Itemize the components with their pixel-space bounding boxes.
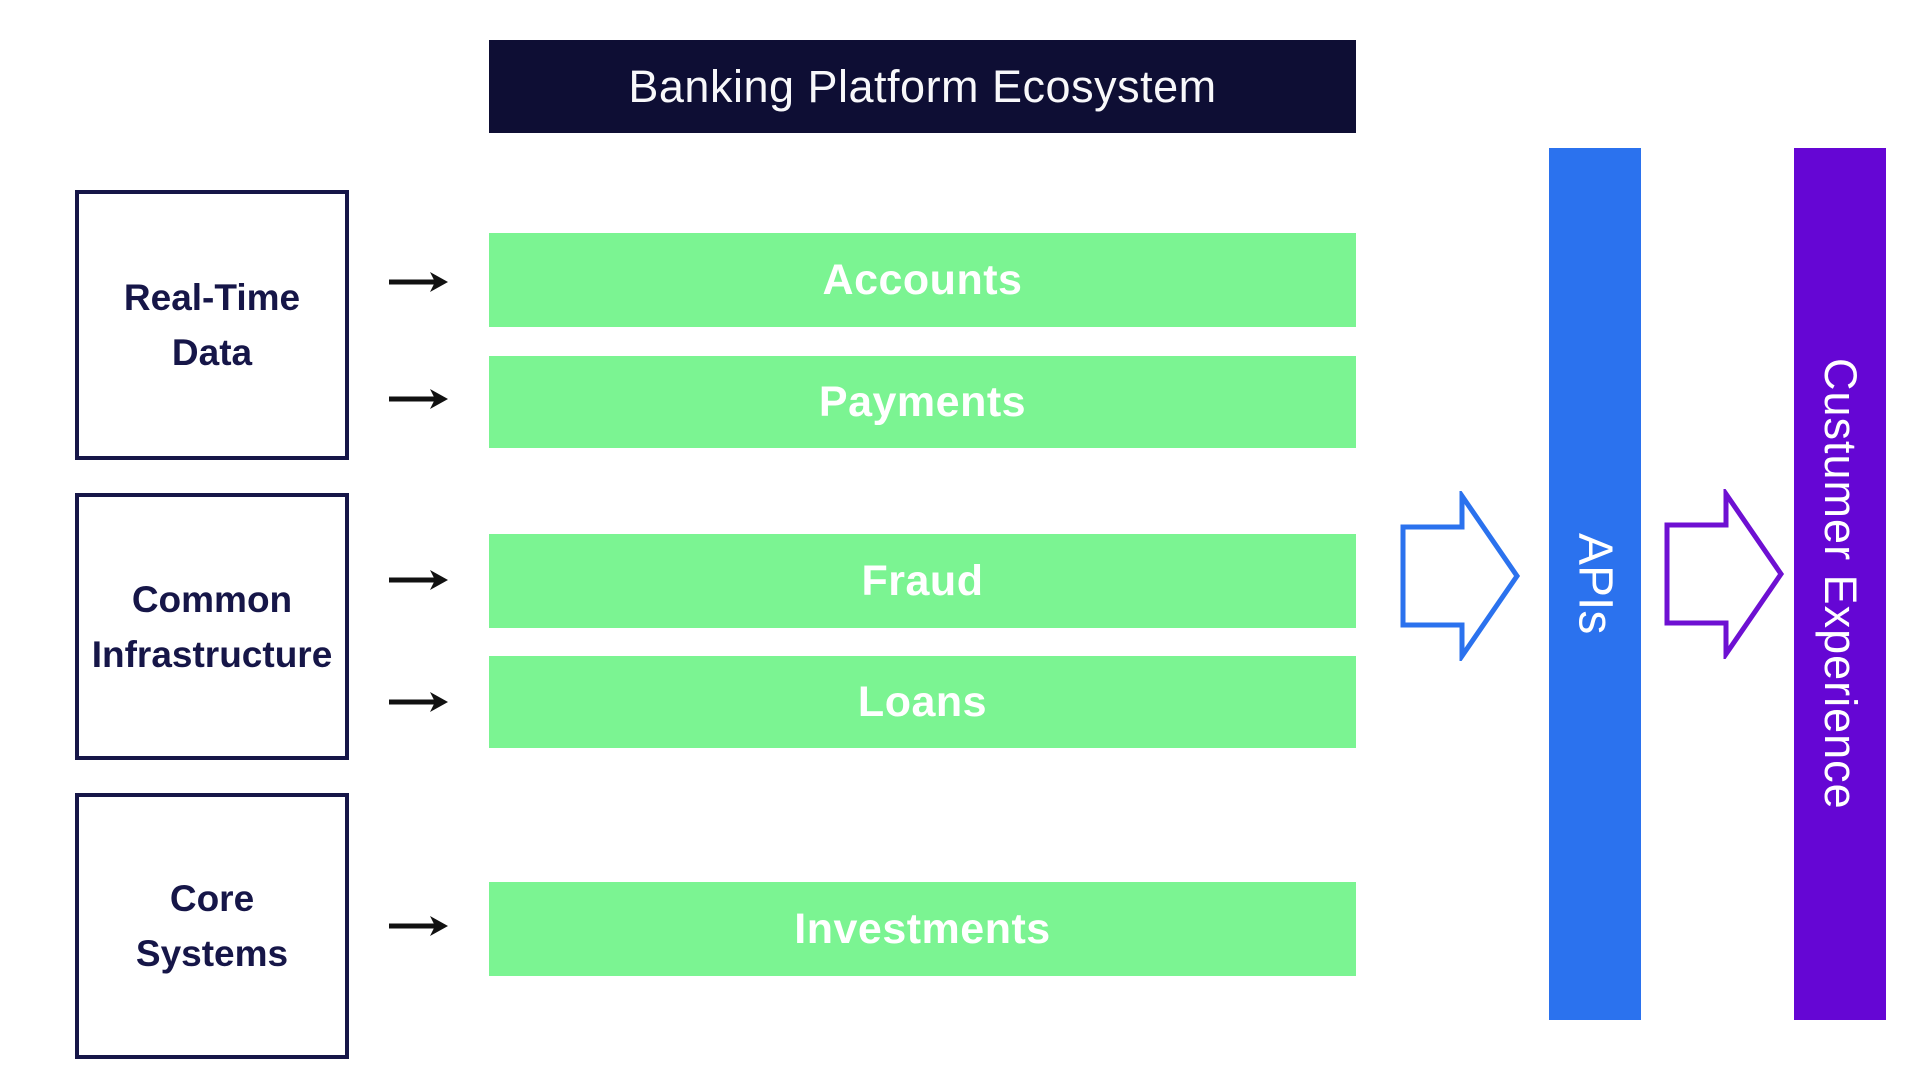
source-box-label-line: Data	[171, 332, 253, 373]
service-bar-fraud: Fraud	[489, 534, 1356, 628]
service-bar-loans: Loans	[489, 656, 1356, 748]
service-bar-investments: Investments	[489, 882, 1356, 976]
service-bar-label: Investments	[794, 904, 1051, 953]
flow-arrow-icon	[389, 389, 448, 409]
source-box-real-time-data: Real-Time Data	[75, 190, 349, 460]
source-box-common-infrastructure: Common Infrastructure	[75, 493, 349, 760]
service-bar-label: Accounts	[822, 255, 1023, 304]
experience-bar: Custumer Experience	[1794, 148, 1886, 1020]
diagram-title-bar: Banking Platform Ecosystem	[489, 40, 1356, 133]
api-bar: APIs	[1549, 148, 1641, 1020]
source-box-label-line: Systems	[135, 933, 289, 974]
source-box-label-line: Core	[169, 878, 255, 919]
flow-arrow-icon	[389, 692, 448, 712]
source-box-label-line: Real-Time	[123, 277, 301, 318]
source-box-core-systems: Core Systems	[75, 793, 349, 1059]
experience-block-arrow-icon	[1664, 489, 1785, 659]
service-bar-label: Fraud	[861, 556, 984, 605]
flow-arrow-icon	[389, 570, 448, 590]
source-box-label-line: Infrastructure	[91, 633, 333, 675]
service-bar-accounts: Accounts	[489, 233, 1356, 327]
api-bar-label: APIs	[1568, 533, 1622, 635]
service-bar-label: Payments	[818, 377, 1027, 426]
diagram-title: Banking Platform Ecosystem	[628, 60, 1217, 112]
flow-arrow-icon	[389, 272, 448, 292]
flow-arrow-icon	[389, 916, 448, 936]
service-bar-payments: Payments	[489, 356, 1356, 448]
service-bar-label: Loans	[857, 677, 988, 726]
api-block-arrow-icon	[1400, 491, 1521, 661]
experience-bar-label: Custumer Experience	[1815, 358, 1866, 810]
source-box-label-line: Common	[131, 578, 293, 620]
